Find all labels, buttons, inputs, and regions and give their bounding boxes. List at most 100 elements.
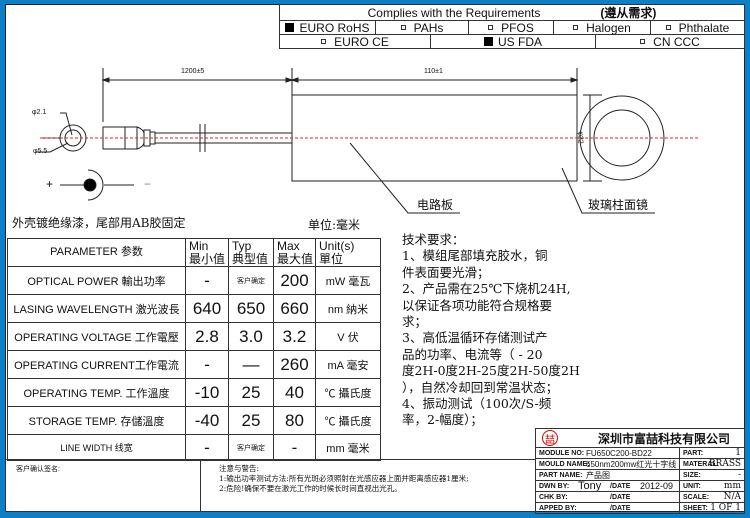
label-lens: 玻璃柱面镜 [588,198,649,212]
title-row-label: MOULD NAME: [539,460,590,468]
checked-box-icon [285,23,295,32]
leader-lines [349,142,655,214]
header-cn: 單位 [319,251,344,266]
spec-header-4: Unit(s)單位 [315,238,381,267]
warnings-box: 注意与警告: 1:输出功率测试方法:所有光斑必须照射在光感应器上面并距离感应器1… [200,459,536,512]
spec-cell-typ: 25 [228,406,274,435]
unchecked-box-icon [640,39,646,44]
warnings-title: 注意与警告: [219,464,260,473]
spec-value: 25 [241,410,261,430]
spec-value: OPERATING CURRENT工作電流 [14,359,179,372]
spec-value: 640 [192,298,222,318]
tech-requirements: 技术要求：1、模组尾部填充胶水，铜件表面要光滑；2、产品需在25℃下烧机24H,… [402,232,580,429]
unchecked-box-icon [665,25,671,30]
company-header: 喆 深圳市富喆科技有限公司 [535,428,745,448]
date-label: /DATE [610,482,631,490]
spec-cell-unit: mm 毫米 [315,434,381,461]
spec-value: 3.0 [239,326,263,346]
title-row-rlabel: MATERAL: [683,460,720,468]
tech-req-line: 技术要求： [402,232,465,247]
tech-req-line: 4、振动测试（100次/S-频 [402,396,552,412]
tech-req-line: 以保证各项功能符合规格要 [402,297,553,313]
spec-value: OPTICAL POWER 輸出功率 [27,275,166,288]
spec-cell-max: 40 [273,378,316,407]
spec-value: - [204,270,210,290]
spec-value: 3.2 [282,326,307,346]
spec-value: LASING WAVELENGTH 激光波長 [13,303,180,316]
spec-cell-unit: mA 毫安 [315,350,381,379]
spec-cell-max: 3.2 [273,322,316,351]
spec-cell-min: - [185,434,229,461]
drawing-sheet [5,4,745,512]
dimension-cable [101,68,579,122]
compliance-label: PFOS [501,20,534,35]
warning-line: 2:危险!确保不要在激光工作的时候长时间直视出光孔。 [219,484,402,493]
title-row-value: FU650C200-BD22 [586,448,652,458]
title-row-rvalue: 1 OF 1 [710,503,741,513]
title-row-value: 650nm200mw红光十字线 [586,459,677,469]
header-cn: 最小值 [189,251,226,266]
header-en: Min [189,238,209,253]
company-name: 深圳市富喆科技有限公司 [598,431,731,446]
tech-req-line: 品的功率、电流等（ - 20 [402,346,543,362]
tech-req-line: 求； [402,314,428,330]
spec-cell-max: 260 [273,350,316,379]
date-value: 2012-09 [640,481,674,491]
spec-cell-typ: 客户确定 [228,434,274,461]
coating-note: 外壳镀绝缘漆，尾部用AB胶固定 [12,216,186,230]
minus-sign: − [144,177,152,191]
spec-cell-min: 2.8 [185,322,229,351]
spec-value: - [291,437,298,457]
customer-sign-label: 客户确认签名: [16,466,60,473]
spec-cell-param: STORAGE TEMP. 存儲溫度 [7,406,186,435]
title-row-label: APPED BY: [539,504,577,512]
spec-cell-typ: 25 [228,378,274,407]
customer-sign-box: 客户确认签名: [5,459,201,512]
dim-diameter-label: φ22 [576,131,584,144]
tech-req-line: 2、产品需在25℃下烧机24H, [402,281,571,297]
header-en: Unit(s) [319,238,355,253]
dim-outer-label: φ5.5 [33,148,48,155]
title-row-value: Tony [578,480,602,492]
unchecked-box-icon [488,25,494,30]
title-row-rlabel: SHEET: [683,504,708,512]
spec-cell-max: 200 [273,266,316,295]
compliance-label: EURO CE [334,34,389,49]
checked-box-icon [483,37,493,46]
tech-req-line: 率，2-幅度）； [402,412,483,428]
title-row-label: CHK BY: [539,493,568,501]
polarity-symbol [60,169,134,201]
spec-cell-typ: 客户确定 [228,266,274,295]
spec-cell-param: OPERATING VOLTAGE 工作電壓 [7,322,186,351]
label-pcb: 电路板 [417,198,454,212]
spec-value: OPERATING TEMP. 工作溫度 [23,387,170,400]
title-row-rlabel: PART: [683,449,704,457]
spec-cell-param: OPTICAL POWER 輸出功率 [7,266,186,295]
unchecked-box-icon [400,25,406,30]
spec-value: 260 [280,354,309,374]
spec-value: - [204,354,210,374]
spec-cell-min: 640 [185,294,229,323]
unchecked-box-icon [573,25,579,30]
spec-cell-unit: nm 納米 [315,294,381,323]
spec-value: mA 毫安 [327,359,369,372]
compliance-title: Complies with the Requirements [367,5,541,20]
compliance-label: Phthalate [678,20,730,35]
spec-cell-typ: 650 [228,294,274,323]
tech-req-line: ），自然冷却回到常温状态； [402,379,559,395]
spec-cell-max: 660 [273,294,316,323]
spec-value: — [242,354,260,374]
spec-cell-min: - [185,350,229,379]
spec-cell-min: -10 [185,378,229,407]
compliance-label: PAHs [413,20,444,35]
spec-value: 200 [280,270,309,290]
spec-cell-max: - [273,434,316,461]
end-connector [36,112,87,153]
spec-value: nm 納米 [327,303,369,316]
header-cn: 最大值 [277,251,314,266]
spec-value: mW 毫瓦 [325,275,371,288]
title-row-rlabel: SCALE: [683,493,710,501]
tech-req-line: 件表面要光滑； [402,264,490,280]
